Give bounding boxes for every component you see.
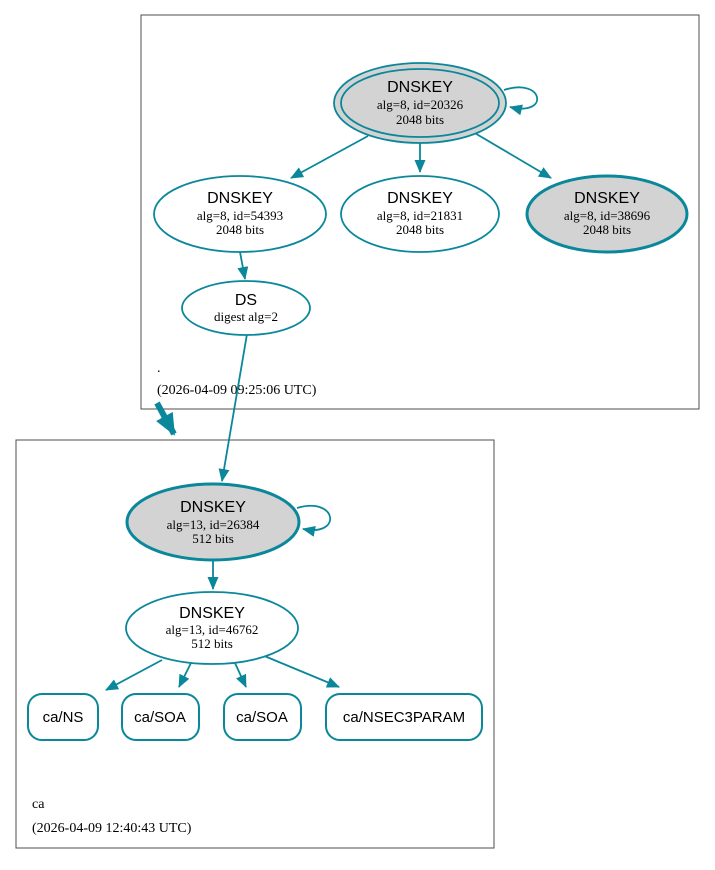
edge-ksk20326-to-ksk38696 bbox=[472, 131, 552, 179]
ds-ellipse bbox=[181, 280, 311, 336]
dnskey-38696-ellipse bbox=[525, 174, 689, 254]
dnskey-node-54393: DNSKEY alg=8, id=54393 2048 bits bbox=[153, 175, 327, 253]
dnskey-21831-detail: alg=8, id=21831 bbox=[377, 208, 463, 223]
edge-ksk26384-self-loop bbox=[296, 505, 331, 537]
edge-ksk20326-to-zsk54393 bbox=[290, 135, 369, 179]
edge-zsk46762-to-ca-ns bbox=[105, 659, 163, 691]
ca-nsec3param-label: ca/NSEC3PARAM bbox=[343, 709, 465, 726]
rrset-node-ca-soa-2: ca/SOA bbox=[223, 693, 302, 741]
ca-ns-box bbox=[27, 693, 99, 741]
dnskey-46762-title: DNSKEY bbox=[179, 605, 245, 622]
ca-nsec3param-box bbox=[325, 693, 483, 741]
edge-zsk46762-to-ca-soa-2 bbox=[234, 662, 247, 688]
rrset-node-ca-ns: ca/NS bbox=[27, 693, 99, 741]
ds-node: DS digest alg=2 bbox=[181, 280, 311, 336]
dnskey-20326-bits: 2048 bits bbox=[396, 112, 444, 127]
ca-zone-cluster-box bbox=[15, 439, 495, 849]
dnskey-54393-bits: 2048 bits bbox=[216, 222, 264, 237]
dnskey-38696-title: DNSKEY bbox=[574, 190, 640, 207]
rrset-node-ca-nsec3param: ca/NSEC3PARAM bbox=[325, 693, 483, 741]
ca-soa-2-box bbox=[223, 693, 302, 741]
dnskey-21831-title: DNSKEY bbox=[387, 190, 453, 207]
dnskey-node-20326: DNSKEY alg=8, id=20326 2048 bits bbox=[333, 62, 507, 144]
dnskey-54393-detail: alg=8, id=54393 bbox=[197, 208, 283, 223]
dnskey-21831-ellipse bbox=[340, 175, 500, 253]
dnskey-26384-bits: 512 bits bbox=[192, 531, 234, 546]
dnskey-38696-detail: alg=8, id=38696 bbox=[564, 208, 651, 223]
dnskey-46762-ellipse bbox=[125, 591, 299, 665]
dnskey-26384-detail: alg=13, id=26384 bbox=[167, 517, 260, 532]
edges bbox=[105, 86, 552, 691]
dnskey-46762-detail: alg=13, id=46762 bbox=[166, 622, 259, 637]
dnskey-21831-bits: 2048 bits bbox=[396, 222, 444, 237]
root-zone-cluster-box bbox=[140, 14, 700, 410]
ca-soa-1-box bbox=[121, 693, 200, 741]
dnskey-node-38696: DNSKEY alg=8, id=38696 2048 bits bbox=[525, 174, 689, 254]
dnskey-54393-ellipse bbox=[153, 175, 327, 253]
edge-ksk20326-self-loop bbox=[503, 86, 538, 116]
ca-zone-cluster: ca (2026-04-09 12:40:43 UTC) bbox=[15, 439, 495, 849]
dnskey-46762-bits: 512 bits bbox=[191, 636, 233, 651]
dnskey-20326-detail: alg=8, id=20326 bbox=[377, 97, 464, 112]
ca-soa-2-label: ca/SOA bbox=[236, 709, 288, 726]
edge-root-cluster-to-ca-cluster bbox=[154, 401, 177, 436]
dnskey-54393-title: DNSKEY bbox=[207, 190, 273, 207]
ds-title: DS bbox=[235, 292, 257, 309]
ca-soa-1-label: ca/SOA bbox=[134, 709, 186, 726]
dnskey-20326-inner-ellipse bbox=[340, 68, 500, 138]
dnskey-20326-title: DNSKEY bbox=[387, 79, 453, 96]
dnskey-26384-title: DNSKEY bbox=[180, 499, 246, 516]
ca-zone-timestamp: (2026-04-09 12:40:43 UTC) bbox=[32, 821, 192, 836]
rrset-node-ca-soa-1: ca/SOA bbox=[121, 693, 200, 741]
edge-zsk46762-to-ca-nsec3param bbox=[261, 654, 340, 688]
dnskey-node-46762: DNSKEY alg=13, id=46762 512 bits bbox=[125, 591, 299, 665]
ds-detail: digest alg=2 bbox=[214, 309, 278, 324]
ca-zone-label: ca bbox=[32, 797, 45, 812]
dnskey-node-26384: DNSKEY alg=13, id=26384 512 bits bbox=[125, 482, 301, 562]
dnskey-26384-ellipse bbox=[125, 482, 301, 562]
ca-ns-label: ca/NS bbox=[43, 709, 84, 726]
edge-zsk46762-to-ca-soa-1 bbox=[178, 662, 192, 688]
dnskey-38696-bits: 2048 bits bbox=[583, 222, 631, 237]
dnskey-node-21831: DNSKEY alg=8, id=21831 2048 bits bbox=[340, 175, 500, 253]
dnskey-20326-outer-ellipse bbox=[333, 62, 507, 144]
root-zone-label: . bbox=[157, 361, 161, 376]
edge-ds-to-ca-ksk26384 bbox=[218, 333, 248, 482]
edge-zsk54393-to-ds bbox=[237, 251, 249, 280]
